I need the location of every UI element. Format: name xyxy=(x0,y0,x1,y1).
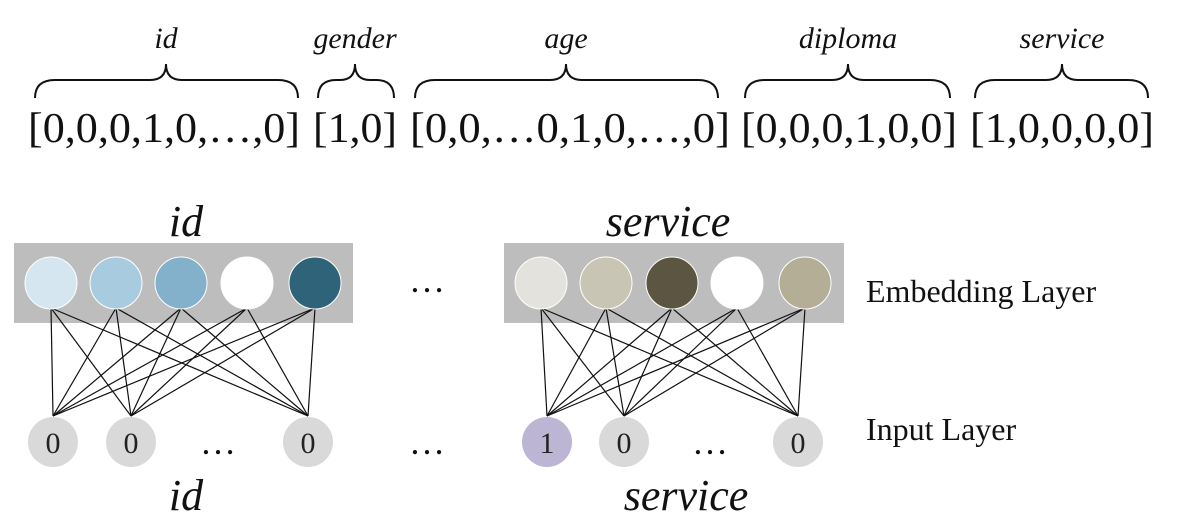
connection-line xyxy=(180,307,309,417)
field-label-age: age xyxy=(544,22,587,55)
group-top-label-service: service xyxy=(606,197,731,246)
input-node xyxy=(106,417,156,467)
field-vectors: [0,0,0,1,0,…,0] [1,0] [0,0,…0,1,0,…,0] [… xyxy=(28,106,1154,152)
embedding-layer-label: Embedding Layer xyxy=(866,273,1096,309)
embedding-node xyxy=(579,256,633,310)
field-label-diploma: diploma xyxy=(799,22,897,55)
embedding-node xyxy=(645,256,699,310)
input-node xyxy=(522,417,572,467)
connection-line xyxy=(605,307,799,417)
connection-line xyxy=(52,307,316,417)
embedding-node xyxy=(514,256,568,310)
connection-line xyxy=(52,307,117,417)
input-node-value: 0 xyxy=(46,427,61,460)
connection-line xyxy=(52,307,182,417)
group-bottom-label-service: service xyxy=(624,471,749,520)
connection-line xyxy=(736,307,799,417)
input-node-value: 0 xyxy=(124,427,139,460)
group-bottom-label-id: id xyxy=(169,471,204,520)
embedding-node xyxy=(154,256,208,310)
field-labels: id gender age diploma service xyxy=(154,22,1104,55)
input-ellipsis: … xyxy=(692,422,728,462)
connection-line xyxy=(623,307,806,417)
connection-line xyxy=(130,307,248,417)
connections xyxy=(50,307,806,417)
connection-line xyxy=(623,307,673,417)
embedding-node xyxy=(24,256,78,310)
input-ellipsis: … xyxy=(200,422,236,462)
connection-line xyxy=(546,307,738,417)
embedding-node xyxy=(89,256,143,310)
field-label-gender: gender xyxy=(313,22,397,55)
input-node xyxy=(28,417,78,467)
input-nodes: 0 0 … 0 1 0 … 0 xyxy=(28,417,823,467)
connection-line xyxy=(246,307,309,417)
connection-line xyxy=(50,307,54,417)
connection-line xyxy=(130,307,316,417)
vector-id: [0,0,0,1,0,…,0] xyxy=(28,106,300,152)
connection-line xyxy=(623,307,738,417)
input-node xyxy=(283,417,333,467)
connection-line xyxy=(130,307,182,417)
embedding-node xyxy=(778,256,832,310)
embedding-node xyxy=(288,256,342,310)
connection-line xyxy=(540,307,625,417)
connection-line xyxy=(52,307,248,417)
group-top-label-id: id xyxy=(169,197,204,246)
ellipsis-embedding: … xyxy=(409,260,445,300)
input-node-value: 0 xyxy=(617,427,632,460)
brace-id xyxy=(34,63,299,99)
connection-line xyxy=(546,307,673,417)
input-layer-label: Input Layer xyxy=(866,411,1017,447)
connection-line xyxy=(546,307,607,417)
embedding-node xyxy=(220,256,274,310)
vector-gender: [1,0] xyxy=(313,106,397,152)
input-node-value: 1 xyxy=(540,427,555,460)
connection-line xyxy=(307,307,316,417)
input-node-value: 0 xyxy=(791,427,806,460)
vector-age: [0,0,…0,1,0,…,0] xyxy=(410,106,730,152)
embedding-node xyxy=(710,256,764,310)
connection-line xyxy=(50,307,132,417)
connection-line xyxy=(50,307,309,417)
connection-line xyxy=(797,307,806,417)
connection-line xyxy=(605,307,625,417)
field-label-id: id xyxy=(154,22,178,55)
vector-service: [1,0,0,0,0] xyxy=(970,106,1154,152)
input-node-value: 0 xyxy=(301,427,316,460)
braces xyxy=(34,63,1149,99)
ellipsis-input: … xyxy=(409,422,445,462)
group-labels: id service id service xyxy=(169,197,748,520)
connection-line xyxy=(115,307,132,417)
brace-diploma xyxy=(744,63,951,99)
input-node xyxy=(773,417,823,467)
connection-line xyxy=(540,307,548,417)
connection-line xyxy=(546,307,806,417)
vector-diploma: [0,0,0,1,0,0] xyxy=(741,106,957,152)
connection-line xyxy=(540,307,799,417)
field-label-service: service xyxy=(1020,22,1105,55)
brace-gender xyxy=(317,63,395,99)
input-node xyxy=(599,417,649,467)
embedding-nodes xyxy=(24,256,832,310)
brace-age xyxy=(414,63,719,99)
brace-service xyxy=(974,63,1149,99)
connection-line xyxy=(115,307,309,417)
connection-line xyxy=(671,307,799,417)
